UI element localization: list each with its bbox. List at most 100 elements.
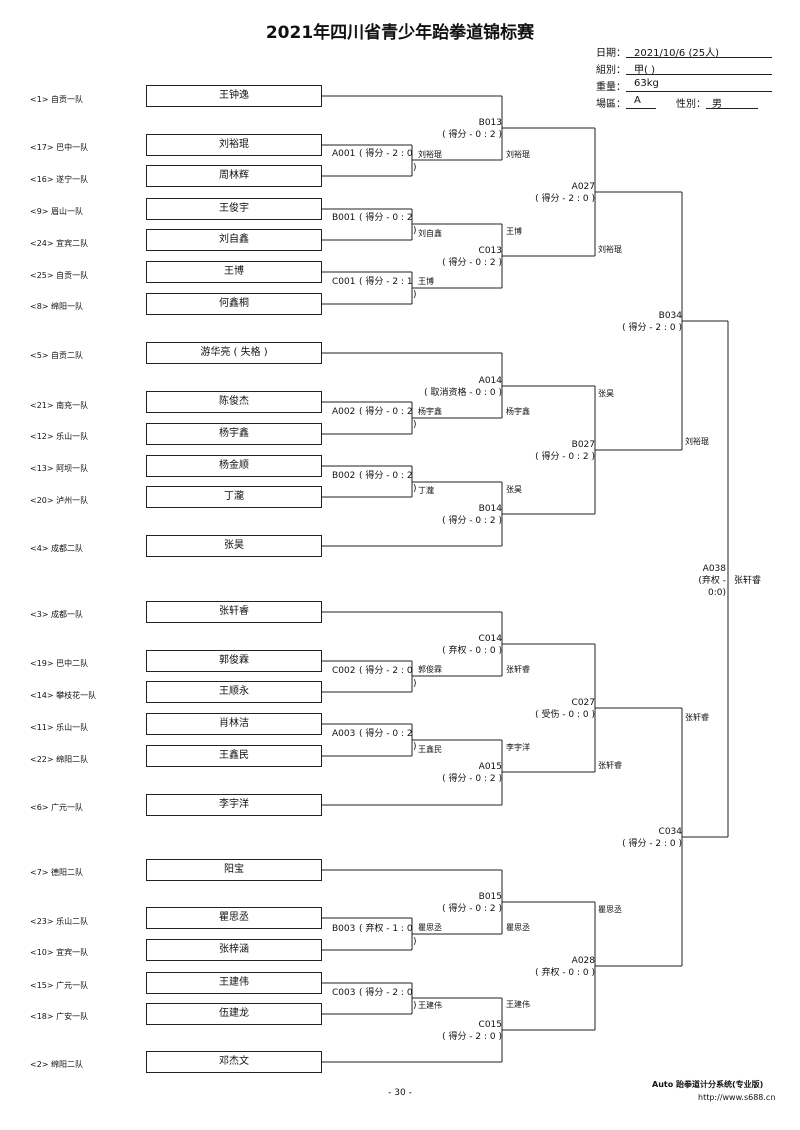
- seed-label: <12> 乐山一队: [30, 432, 89, 441]
- match-winner: 杨宇鑫: [418, 407, 442, 416]
- player-name-box: 王俊宇: [146, 198, 322, 220]
- player-name-box: 王鑫民: [146, 745, 322, 767]
- match-code: C013: [478, 246, 502, 256]
- match-score: ( 得分 - 2 : 0 ): [535, 194, 595, 204]
- match-winner: 张轩睿: [685, 713, 709, 722]
- match-score: ( 得分 - 2 : 1: [359, 277, 413, 287]
- page-title: 2021年四川省青少年跆拳道锦标赛: [265, 23, 535, 43]
- match-code: A015: [478, 762, 502, 772]
- match-code: C034: [658, 827, 682, 837]
- match-score-close: ): [413, 420, 417, 430]
- player-name-box: 王钟逸: [146, 85, 322, 107]
- weight-underline: [626, 91, 772, 92]
- gender-label: 性別：: [676, 99, 706, 110]
- match-score: ( 得分 - 0 : 2 ): [442, 516, 502, 526]
- match-code: A014: [478, 376, 502, 386]
- match-code: B014: [478, 504, 502, 514]
- match-score: ( 取消资格 - 0 : 0 ): [424, 388, 502, 398]
- seed-label: <3> 成都一队: [30, 610, 84, 619]
- player-name-box: 张梓涵: [146, 939, 322, 961]
- match-code: A038: [702, 564, 726, 574]
- match-score: ( 得分 - 0 : 2: [359, 729, 413, 739]
- footer-url: http://www.s688.cn: [698, 1093, 776, 1102]
- match-score-close: ): [413, 226, 417, 236]
- date-underline: [626, 57, 772, 58]
- seed-label: <4> 成都二队: [30, 544, 84, 553]
- page-number: - 30 -: [388, 1088, 412, 1098]
- match-score: ( 得分 - 0 : 2: [359, 471, 413, 481]
- gender-underline: [706, 108, 758, 109]
- seed-label: <20> 泸州一队: [30, 496, 89, 505]
- match-code: C014: [478, 634, 502, 644]
- match-score: ( 得分 - 2 : 0 ): [442, 1032, 502, 1042]
- match-code: C001: [332, 277, 356, 287]
- match-winner: 王建伟: [506, 1000, 530, 1009]
- weight-value: 63kg: [634, 78, 659, 89]
- court-value: A: [634, 95, 641, 106]
- player-name-box: 张昊: [146, 535, 322, 557]
- champion-name: 张轩睿: [734, 576, 762, 586]
- gender-value: 男: [712, 99, 722, 110]
- match-code: A003: [332, 729, 356, 739]
- match-winner: 瞿思丞: [506, 923, 530, 932]
- match-score: ( 得分 - 2 : 0 ): [622, 839, 682, 849]
- match-winner: 刘自鑫: [418, 229, 442, 238]
- seed-label: <24> 宜宾二队: [30, 239, 89, 248]
- player-name-box: 李宇洋: [146, 794, 322, 816]
- match-winner: 王博: [506, 227, 522, 236]
- match-score-close: ): [413, 1001, 417, 1011]
- software-name: Auto 跆拳道计分系统(专业版): [652, 1080, 764, 1089]
- seed-label: <23> 乐山二队: [30, 917, 89, 926]
- date-label: 日期：: [596, 48, 626, 59]
- match-winner: 李宇洋: [506, 743, 530, 752]
- player-name-box: 肖林洁: [146, 713, 322, 735]
- match-winner: 刘裕琨: [506, 150, 530, 159]
- match-winner: 杨宇鑫: [506, 407, 530, 416]
- match-score-close: ): [413, 163, 417, 173]
- seed-label: <19> 巴中二队: [30, 659, 89, 668]
- match-winner: 张轩睿: [598, 761, 622, 770]
- player-name-box: 伍建龙: [146, 1003, 322, 1025]
- match-code: B027: [571, 440, 595, 450]
- seed-label: <6> 广元一队: [30, 803, 84, 812]
- match-code: B003: [332, 924, 356, 934]
- player-name-box: 瞿思丞: [146, 907, 322, 929]
- player-name-box: 王建伟: [146, 972, 322, 994]
- match-score: ( 得分 - 0 : 2 ): [535, 452, 595, 462]
- seed-label: <10> 宜宾一队: [30, 948, 89, 957]
- player-name-box: 陈俊杰: [146, 391, 322, 413]
- match-winner: 张昊: [598, 389, 614, 398]
- match-score: ( 得分 - 0 : 2 ): [442, 774, 502, 784]
- seed-label: <2> 绵阳二队: [30, 1060, 84, 1069]
- match-code: A001: [332, 149, 356, 159]
- match-winner: 瞿思丞: [598, 905, 622, 914]
- player-name-box: 杨宇鑫: [146, 423, 322, 445]
- date-value: 2021/10/6 (25人): [634, 48, 719, 59]
- player-name-box: 丁瀧: [146, 486, 322, 508]
- seed-label: <16> 遂宁一队: [30, 175, 89, 184]
- match-winner: 瞿思丞: [418, 923, 442, 932]
- court-underline: [626, 108, 656, 109]
- seed-label: <11> 乐山一队: [30, 723, 89, 732]
- seed-label: <25> 自贡一队: [30, 271, 89, 280]
- player-name-box: 何鑫桐: [146, 293, 322, 315]
- seed-label: <7> 德阳二队: [30, 868, 84, 877]
- player-name-box: 郭俊霖: [146, 650, 322, 672]
- seed-label: <21> 南充一队: [30, 401, 89, 410]
- match-score: ( 得分 - 2 : 0 ): [622, 323, 682, 333]
- match-code: C003: [332, 988, 356, 998]
- seed-label: <9> 眉山一队: [30, 207, 84, 216]
- match-score: ( 得分 - 0 : 2: [359, 213, 413, 223]
- match-score: ( 得分 - 0 : 2 ): [442, 130, 502, 140]
- match-code: B002: [332, 471, 356, 481]
- match-score: ( 得分 - 2 : 0: [359, 988, 413, 998]
- match-code: B034: [658, 311, 682, 321]
- seed-label: <1> 自贡一队: [30, 95, 84, 104]
- match-winner: 刘裕琨: [598, 245, 622, 254]
- match-winner: 王鑫民: [418, 745, 442, 754]
- match-score: ( 弃权 - 1 : 0: [359, 924, 413, 934]
- player-name-box: 张轩睿: [146, 601, 322, 623]
- match-code: B001: [332, 213, 356, 223]
- match-code: B013: [478, 118, 502, 128]
- match-score: ( 受伤 - 0 : 0 ): [535, 710, 595, 720]
